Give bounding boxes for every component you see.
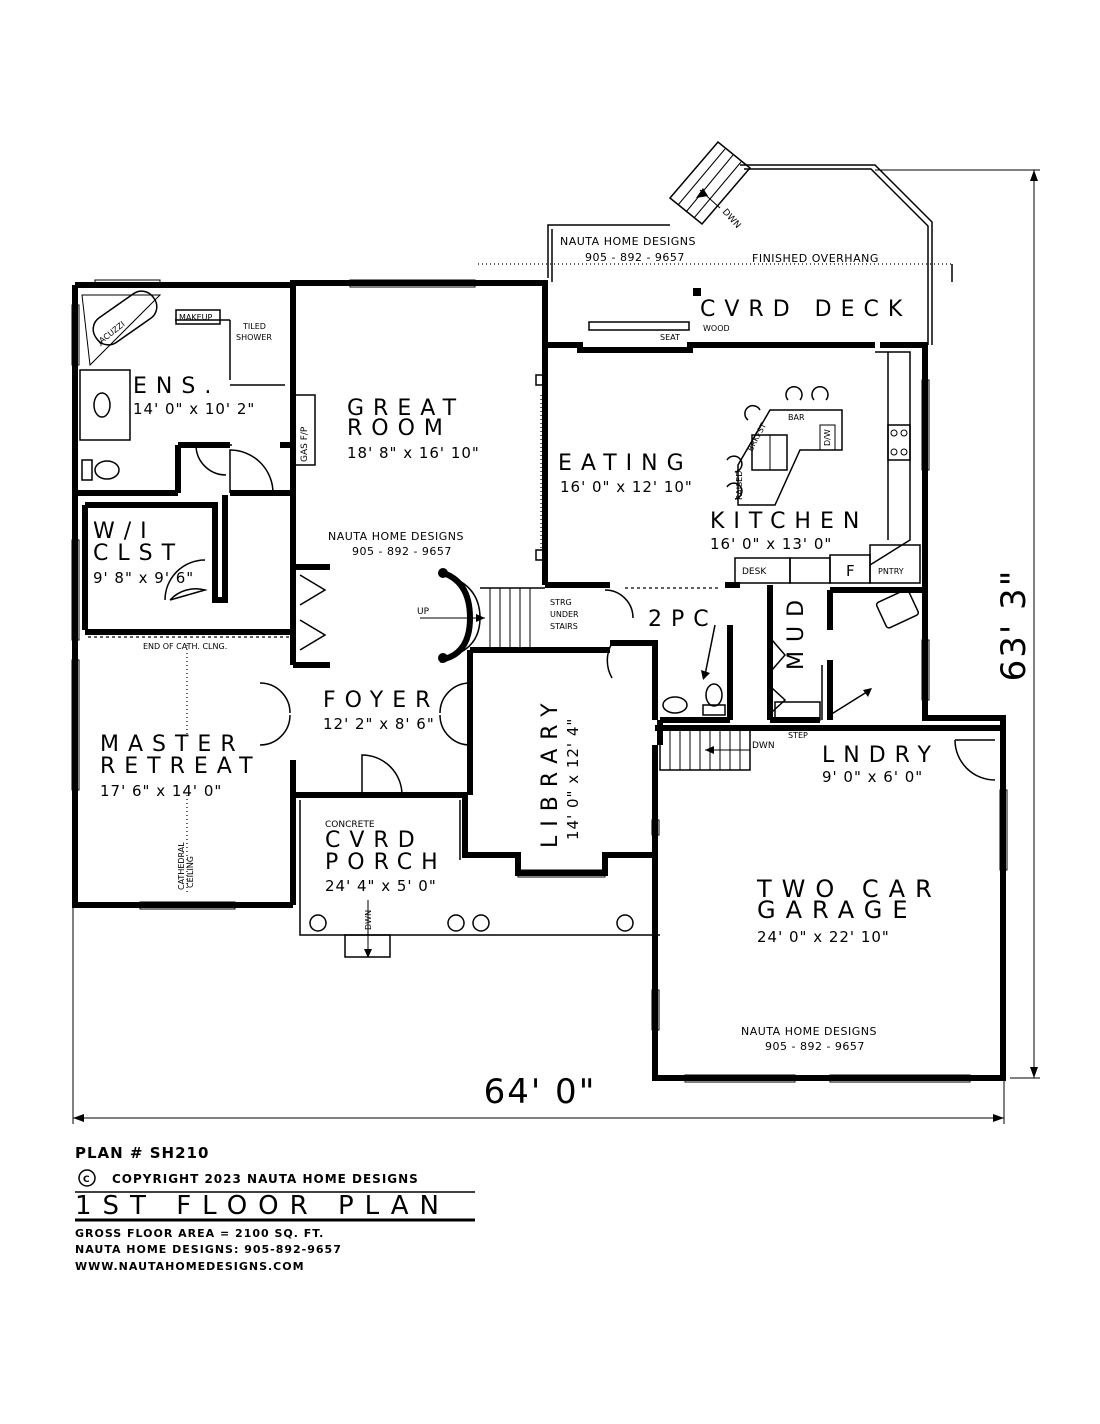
tiled-label: TILED — [242, 322, 266, 331]
overall-depth: 63' 3" — [994, 569, 1034, 682]
doors — [164, 444, 996, 796]
website: WWW.NAUTAHOMEDESIGNS.COM — [75, 1260, 305, 1273]
plan-number: PLAN # SH210 — [75, 1144, 209, 1162]
foyer-name: FOYER — [323, 688, 439, 713]
two-pc-name: 2PC — [648, 607, 718, 632]
deck-watermark-phone: 905 - 892 - 9657 — [585, 251, 685, 264]
fixtures — [79, 290, 921, 932]
main-stair — [420, 568, 545, 663]
bar-label: BAR — [788, 413, 805, 422]
interior-walls — [78, 283, 1003, 936]
porch-line2: PORCH — [325, 850, 447, 875]
shower-label: SHOWER — [236, 333, 272, 342]
windows — [71, 279, 1008, 1083]
strg-label-2: UNDER — [550, 610, 579, 619]
wi-closet-size: 9' 8" x 9' 6" — [93, 569, 194, 587]
garage-line1: TWO CAR — [756, 875, 942, 903]
garage-size: 24' 0" x 22' 10" — [757, 928, 890, 946]
wi-closet-line2: CLST — [93, 541, 184, 566]
deck-watermark-name: NAUTA HOME DESIGNS — [560, 235, 696, 248]
title-block: PLAN # SH210 C COPYRIGHT 2023 NAUTA HOME… — [75, 1144, 475, 1273]
deck-wood-label: WOOD — [703, 324, 730, 333]
foyer-size: 12' 2" x 8' 6" — [323, 715, 435, 733]
dw-label: D/W — [823, 429, 832, 446]
pantry-label: PNTRY — [878, 567, 904, 576]
garage-stair — [659, 729, 751, 771]
porch-dwn-label: DWN — [364, 910, 373, 930]
porch-size: 24' 4" x 5' 0" — [325, 877, 437, 895]
finished-overhang-label: FINISHED OVERHANG — [752, 252, 879, 265]
master-size: 17' 6" x 14' 0" — [100, 782, 222, 800]
strg-label-3: STAIRS — [550, 622, 578, 631]
fridge-label: F — [846, 562, 856, 580]
master-line1: MASTER — [100, 732, 245, 757]
up-label: UP — [417, 607, 430, 617]
garage-dwn-label: DWN — [752, 741, 775, 751]
laundry-name: LNDRY — [822, 743, 940, 768]
gross-area: GROSS FLOOR AREA = 2100 SQ. FT. — [75, 1227, 324, 1240]
cathedral-label: CATHEDRAL — [177, 842, 186, 890]
great-room-line2: ROOM — [347, 416, 452, 441]
library-name: LIBRARY — [538, 694, 563, 848]
great-room-watermark-phone: 905 - 892 - 9657 — [352, 545, 452, 558]
great-room-watermark-name: NAUTA HOME DESIGNS — [328, 530, 464, 543]
deck-title: CVRD DECK — [700, 297, 911, 322]
dimension-lines — [72, 169, 1040, 1124]
covered-deck-outline — [478, 140, 953, 345]
porch-prefix: CONCRETE — [325, 820, 375, 830]
laundry-size: 9' 0" x 6' 0" — [822, 768, 923, 786]
ceiling-label: CEILING — [186, 856, 195, 888]
library-size: 14' 0" x 12' 4" — [564, 718, 582, 840]
raised-label: RAISED — [735, 471, 744, 500]
eating-size: 16' 0" x 12' 10" — [560, 478, 693, 496]
contact-line: NAUTA HOME DESIGNS: 905-892-9657 — [75, 1243, 342, 1256]
porch-line1: CVRD — [325, 828, 424, 853]
eating-name: EATING — [558, 451, 693, 476]
porch-stair — [344, 900, 391, 958]
gas-fp-label: GAS F/P — [300, 426, 310, 462]
strg-label-1: STRG — [550, 598, 572, 607]
master-line2: RETREAT — [100, 754, 262, 779]
copyright-symbol: C — [83, 1175, 90, 1185]
step-label: STEP — [788, 731, 808, 740]
wi-closet-line1: W/I — [93, 519, 156, 544]
kitchen-size: 16' 0" x 13' 0" — [710, 535, 832, 553]
floor-plan-title: 1ST FLOOR PLAN — [75, 1191, 450, 1221]
end-cath-label: END OF CATH. CLNG. — [143, 642, 227, 651]
overall-width: 64' 0" — [484, 1072, 597, 1112]
room-labels: ENS. 14' 0" x 10' 2" GREAT ROOM 18' 8" x… — [93, 374, 942, 946]
brkfst-label: BRKFST — [746, 421, 768, 452]
deck-dwn-label: DWN — [720, 207, 743, 230]
desk-label: DESK — [742, 567, 767, 577]
deck-seat-label: SEAT — [660, 333, 680, 342]
garage-watermark-name: NAUTA HOME DESIGNS — [741, 1025, 877, 1038]
garage-watermark-phone: 905 - 892 - 9657 — [765, 1040, 865, 1053]
mud-name: MUD — [784, 591, 809, 670]
copyright-text: COPYRIGHT 2023 NAUTA HOME DESIGNS — [112, 1172, 419, 1186]
kitchen-name: KITCHEN — [710, 509, 868, 534]
ens-name: ENS. — [133, 374, 220, 399]
makeup-label: MAKEUP — [179, 313, 213, 322]
great-room-line1: GREAT — [347, 396, 465, 421]
garage-line2: GARAGE — [757, 896, 917, 924]
copyright-icon — [78, 1169, 96, 1187]
ens-size: 14' 0" x 10' 2" — [133, 400, 255, 418]
great-room-size: 18' 8" x 16' 10" — [347, 444, 480, 462]
